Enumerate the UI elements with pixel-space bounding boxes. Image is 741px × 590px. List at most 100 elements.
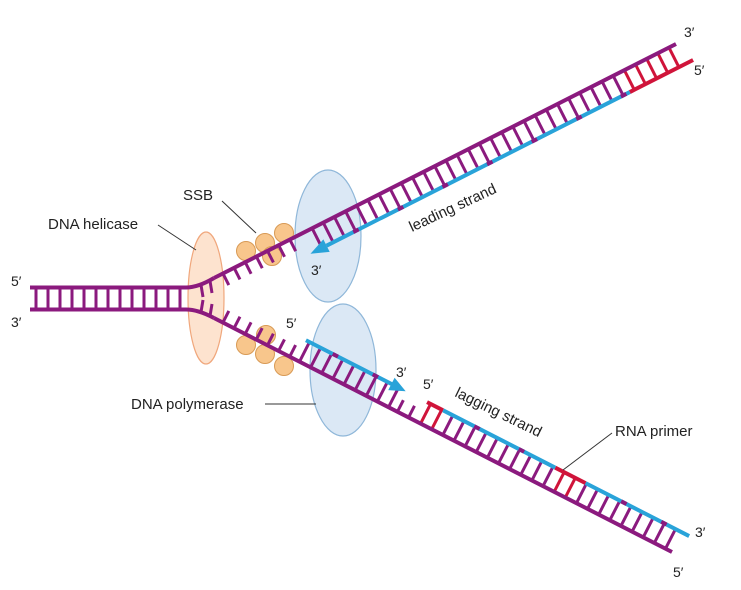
end-label-lagging-fragment-start: 5′ <box>286 315 297 331</box>
base-pair-rung <box>552 471 566 493</box>
base-pair-rung <box>634 63 647 85</box>
end-label-bottom-right-upper: 3′ <box>695 524 706 540</box>
end-label-bottom-right-lower: 5′ <box>673 564 684 580</box>
base-stub <box>243 261 253 275</box>
okazaki-fragment-mark <box>620 499 628 506</box>
base-stub <box>396 399 405 413</box>
base-pair-rung <box>664 528 677 550</box>
base-pair-rung <box>342 364 356 386</box>
okazaki-fragment-mark <box>331 352 339 359</box>
base-pair-rung <box>376 381 389 403</box>
base-stub <box>232 315 242 329</box>
base-pair-rung <box>320 352 334 374</box>
lagging-rna-primer-1 <box>426 400 444 413</box>
base-stub <box>199 299 205 313</box>
base-pair-rung <box>645 58 658 80</box>
base-pair-rung <box>563 477 577 499</box>
parental-strand-top-bend <box>185 276 216 290</box>
base-pair-rung <box>344 210 357 232</box>
ssb-cluster-top <box>236 223 294 266</box>
dna-strands <box>30 42 694 554</box>
base-pair-rung <box>411 176 424 198</box>
leading-strand-label: leading strand <box>407 180 500 235</box>
leading-rna-primer <box>628 58 694 94</box>
base-pair-rung <box>600 80 614 102</box>
base-pair-rung <box>597 494 611 516</box>
base-pair-rung <box>444 159 458 181</box>
base-pair-rung <box>388 188 402 210</box>
lagging-strand-label: lagging strand <box>452 384 544 441</box>
dna-polymerase-label: DNA polymerase <box>131 396 244 413</box>
base-stub <box>208 280 214 294</box>
base-stub <box>199 284 205 298</box>
base-stub <box>407 405 416 419</box>
okazaki-fragment-mark <box>473 424 481 431</box>
base-stub <box>277 338 286 352</box>
base-pair-rung <box>478 142 491 164</box>
base-pair-rung <box>353 369 367 391</box>
base-pair-rung <box>489 137 502 159</box>
base-pair-rung <box>653 522 666 544</box>
base-stub <box>288 344 297 358</box>
base-pair-rung <box>321 221 335 243</box>
base-pair-rung <box>586 488 599 510</box>
base-pair-rung <box>333 216 346 238</box>
base-pair-rung <box>623 69 636 91</box>
ssb-label: SSB <box>183 187 213 204</box>
lagging-template-strand <box>213 316 673 554</box>
base-pair-rung <box>433 165 447 187</box>
parental-strand-bottom-bend <box>185 307 215 320</box>
base-pair-rung <box>508 448 521 470</box>
leading-strand-mark <box>352 227 360 234</box>
base-pair-rung <box>466 148 480 170</box>
base-pair-rung <box>400 182 413 204</box>
okazaki-fragment-mark <box>660 520 668 527</box>
leading-strand-mark <box>620 92 628 99</box>
base-pair-rung <box>298 341 311 363</box>
dna-helicase-label: DNA helicase <box>48 216 138 233</box>
base-pair-rung <box>533 114 547 136</box>
leading-template-strand <box>213 42 677 280</box>
base-pair-rung <box>630 511 644 533</box>
leading-strand-mark <box>575 114 583 121</box>
base-pair-rung <box>667 46 681 68</box>
leading-strand-mark <box>486 159 494 167</box>
base-pair-rung <box>422 171 435 193</box>
base-pair-rung <box>575 482 588 504</box>
dna-helicase-shape <box>187 231 225 365</box>
base-pair-rung <box>455 154 469 176</box>
base-pair-rung <box>497 443 510 465</box>
okazaki-fragment-1-arrowhead <box>388 377 406 392</box>
base-stub <box>266 333 275 346</box>
end-label-left-bottom: 3′ <box>11 314 22 330</box>
base-pair-rung <box>500 131 513 153</box>
base-pair-rung <box>522 120 536 142</box>
base-stub <box>254 327 264 341</box>
base-pair-rung <box>366 199 380 221</box>
base-pair-rung <box>530 460 544 482</box>
leading-strand-mark <box>396 205 405 212</box>
end-label-left-top: 5′ <box>11 273 22 289</box>
base-pair-rung <box>519 454 533 476</box>
base-pair-rung <box>578 92 592 114</box>
base-pair-rung <box>452 420 466 442</box>
base-pair-rung <box>474 431 488 453</box>
rna-primer-leader-line <box>562 432 613 471</box>
lagging-rna-primer-2 <box>554 465 587 485</box>
base-stub <box>208 303 214 317</box>
okazaki-fragment-2 <box>442 408 557 470</box>
leading-strand-arrowhead <box>310 239 330 254</box>
base-pair-rung <box>377 193 391 215</box>
base-stub <box>266 250 275 264</box>
rna-primer-label: RNA primer <box>615 423 693 440</box>
base-pair-rung <box>355 205 369 227</box>
base-pair-rung <box>589 86 603 108</box>
end-label-lagging-next-start: 5′ <box>423 376 434 392</box>
base-stub <box>232 267 242 281</box>
end-label-lagging-fragment-end: 3′ <box>396 364 407 380</box>
base-pair-rung <box>430 408 444 430</box>
base-pair-rung <box>511 125 525 147</box>
okazaki-fragment-1 <box>305 338 395 387</box>
base-pair-rung <box>441 414 455 436</box>
base-pair-rung <box>608 499 622 521</box>
